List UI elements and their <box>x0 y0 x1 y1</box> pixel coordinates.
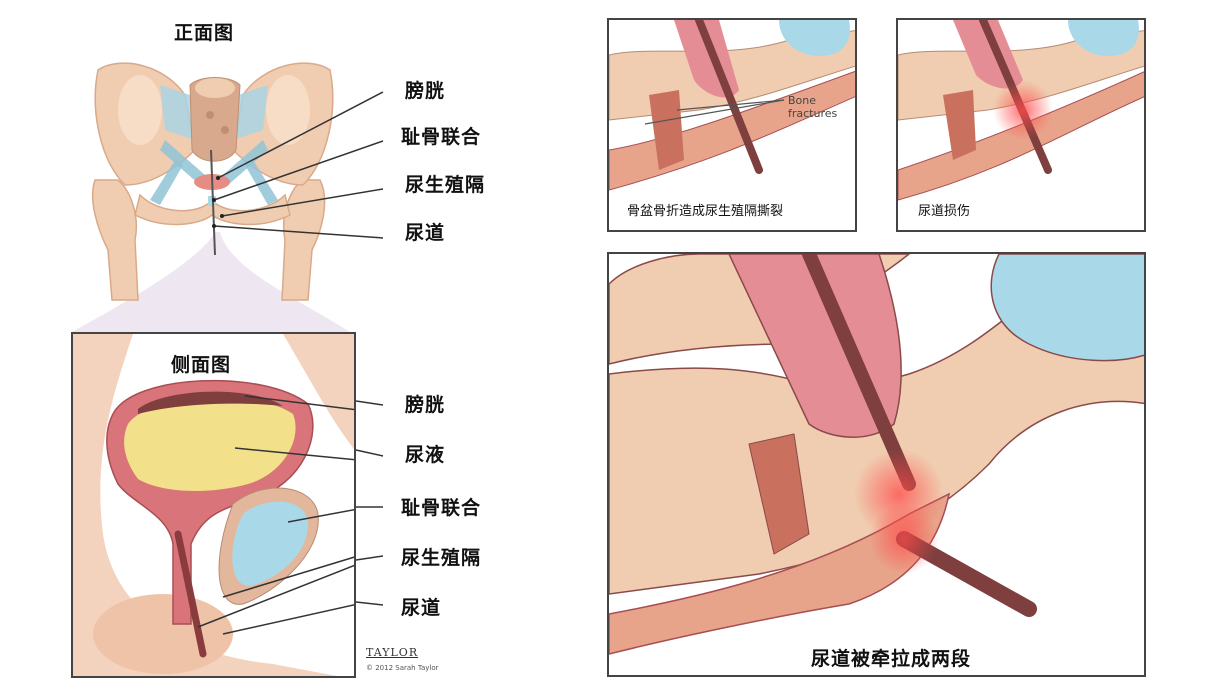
copyright-text: © 2012 Sarah Taylor <box>366 664 439 672</box>
frontal-view-title: 正面图 <box>174 22 235 44</box>
annotation-line-1: Bone <box>788 94 817 107</box>
rupture-illustration <box>609 254 1144 655</box>
fracture-illustration <box>609 20 855 230</box>
lateral-view-panel: 侧面图 <box>71 332 356 678</box>
lateral-leader-extensions <box>355 400 384 606</box>
lateral-label-bladder: 膀胱 <box>405 394 446 416</box>
annotation-line-2: fractures <box>788 107 838 120</box>
lateral-bladder-illustration <box>73 334 354 676</box>
frontal-label-urethra: 尿道 <box>405 222 446 244</box>
frontal-label-pubic-symphysis: 耻骨联合 <box>401 126 482 148</box>
frontal-label-urogenital-diaphragm: 尿生殖隔 <box>405 174 486 196</box>
lateral-label-urine: 尿液 <box>405 444 446 466</box>
lateral-view-title: 侧面图 <box>153 348 250 379</box>
injury-illustration <box>898 20 1144 201</box>
fracture-panel: Bone fractures 骨盆骨折造成尿生殖隔撕裂 <box>607 18 857 232</box>
fracture-caption: 骨盆骨折造成尿生殖隔撕裂 <box>627 204 784 219</box>
frontal-label-bladder: 膀胱 <box>405 80 446 102</box>
lateral-label-urogenital-diaphragm: 尿生殖隔 <box>401 547 482 569</box>
lateral-label-urethra: 尿道 <box>401 597 442 619</box>
artist-signature: TAYLOR <box>366 646 419 659</box>
rupture-caption: 尿道被牵拉成两段 <box>805 644 978 671</box>
frontal-pelvis-illustration <box>72 62 384 332</box>
injury-caption: 尿道损伤 <box>918 204 971 219</box>
rupture-panel: 尿道被牵拉成两段 <box>607 252 1146 677</box>
injury-panel: 尿道损伤 <box>896 18 1146 232</box>
bone-fractures-annotation: Bone fractures <box>788 94 837 120</box>
lateral-label-pubic-symphysis: 耻骨联合 <box>401 497 482 519</box>
